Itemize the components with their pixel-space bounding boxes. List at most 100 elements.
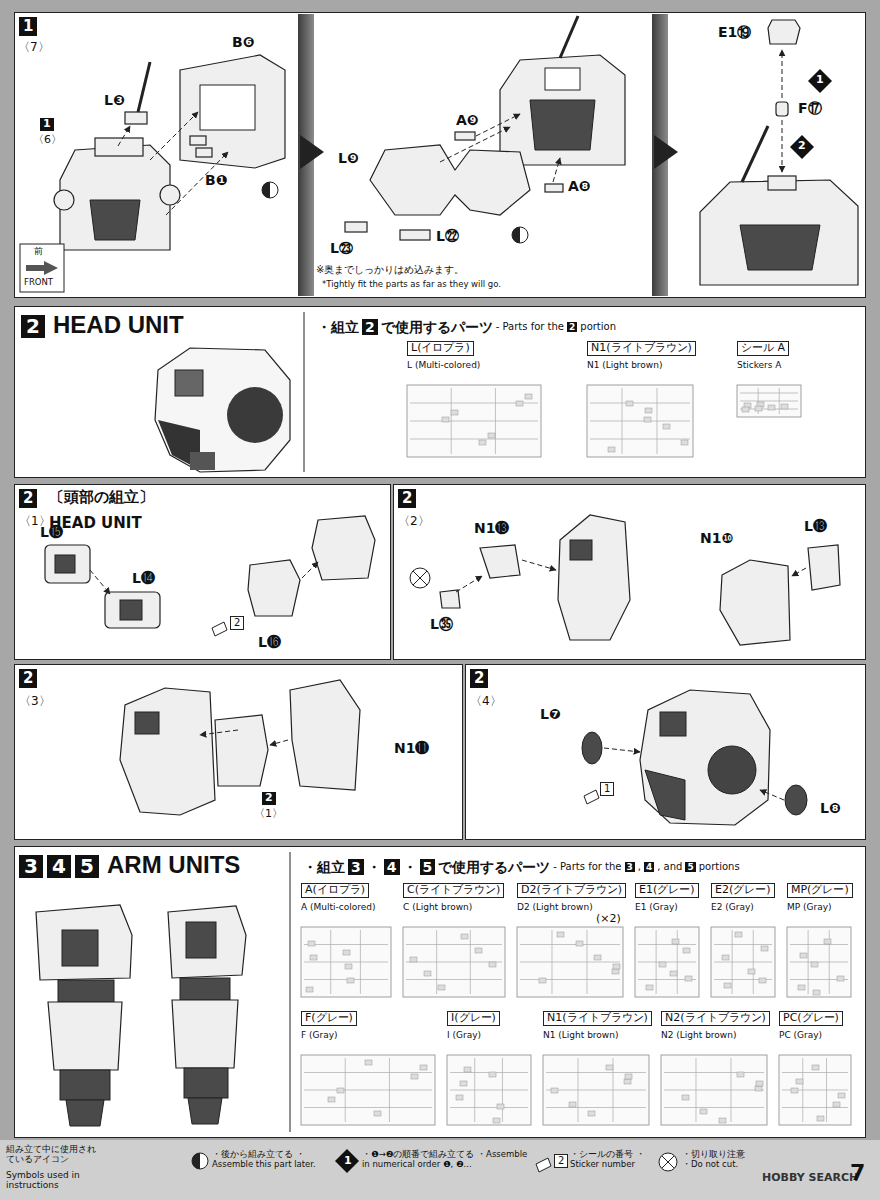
assembly-arrow [118,126,130,146]
runner-picture [442,417,449,422]
runner-picture [613,964,620,969]
runner-picture [464,1067,471,1072]
step-arrow [654,135,678,169]
runner-picture [301,927,391,997]
runner-picture [328,1097,335,1102]
torso-assembly [768,176,796,190]
torso-assembly [160,185,180,205]
runner-name-en: Stickers A [737,360,782,370]
runner-picture [672,939,679,944]
runner-picture [711,927,775,997]
head-core-part [45,545,90,583]
arm-illustration [184,1068,228,1098]
runner-picture [551,1088,558,1093]
assembly-arrow [90,570,110,594]
runner-picture [645,408,652,413]
frame-part [180,55,285,168]
runner-name: N1(ライトブラウン) [587,341,696,356]
runner-picture [659,962,666,967]
torso-assembly [560,16,578,58]
runner-name-en: D2 (Light brown) [517,902,593,912]
sticker-number: 2 [230,616,244,630]
head-illustration [190,452,215,470]
head-shell-part [640,690,770,825]
note-text: FRONT [24,278,53,288]
part-callout: A❽ [568,178,591,194]
runner-picture [543,1055,649,1125]
runner-box: N1(ライトブラウン)N1 (Light brown) [543,1011,655,1129]
assemble-later-icon [512,227,520,243]
footer-band [0,1140,880,1200]
order-number: 2 [798,140,806,153]
parts-heading-en: portion [580,321,616,333]
runner-picture [420,1065,427,1070]
runner-name: N2(ライトブラウン) [661,1011,770,1026]
runner-picture [406,979,502,980]
runner-picture [790,962,848,963]
torso-assembly [60,145,170,250]
runner-picture [791,1088,798,1093]
step-ref: 〈6〉 [33,134,62,147]
assemble-later-icon [262,182,270,198]
runner-picture [456,1095,463,1100]
torso-assembly [700,180,858,285]
torso-assembly [54,190,74,210]
runner-picture [345,1058,346,1122]
runner-name: F(グレー) [301,1011,357,1026]
assembly-arrow [440,127,510,162]
runner-picture [700,1109,707,1114]
runner-picture [460,1081,467,1086]
runner-picture [755,1086,762,1091]
runner-name: E1(グレー) [635,883,699,898]
sub-step-number: 〈4〉 [470,695,502,709]
part-callout: L❽ [820,800,841,816]
runner-picture [711,927,775,997]
step-panel: A(イロプラ)A (Multi-colored)C(ライトブラウン)C (Lig… [14,846,866,1138]
panel-divider [304,312,305,472]
runner-picture [489,1072,496,1077]
runner-picture [587,385,693,457]
do-not-cut-icon [410,568,430,588]
small-part [455,132,475,140]
runner-picture [310,955,317,960]
section-number: 4 [644,862,654,872]
head-shell-part [558,515,630,640]
frame-part [196,148,212,157]
runner-name-en: L (Multi-colored) [407,360,480,370]
arm-illustration [36,905,132,980]
runner-picture [493,1118,500,1123]
assembly-arrow [150,112,198,160]
parts-heading: で使用するパーツ [381,319,493,335]
runner-picture [447,1055,531,1125]
arm-illustration [168,906,246,978]
part-callout: L⓯ [40,524,63,540]
runner-name-en: N1 (Light brown) [543,1030,618,1040]
torso-assembly [742,126,768,182]
runner-picture [525,394,532,399]
parts-heading-en: , [638,861,641,873]
part-callout: N1⓭ [474,520,509,536]
step-ref: 〈1〉 [254,808,283,821]
runner-picture [520,962,620,963]
head-illustration [155,348,290,472]
order-number: 1 [344,1155,352,1168]
runner-picture [594,955,601,960]
assembly-arrow [782,120,783,172]
runner-picture [301,1055,435,1125]
runner-picture [798,985,805,990]
panel-divider [290,852,291,1132]
runner-picture [730,1058,731,1122]
runner-picture [304,1107,432,1108]
head-shell-part [480,545,520,578]
runner-picture [517,927,623,997]
head-shell-part [640,690,770,825]
head-shell-part [120,688,215,815]
cap-part [582,732,807,815]
parts-heading: ・組立 [303,859,345,875]
head-shell-part [570,540,592,560]
step-panel: 2〈2〉 [393,484,866,660]
head-shell-part [645,770,685,820]
head-illustration [227,387,283,443]
torso-assembly [90,200,140,240]
front-icon [20,244,64,292]
